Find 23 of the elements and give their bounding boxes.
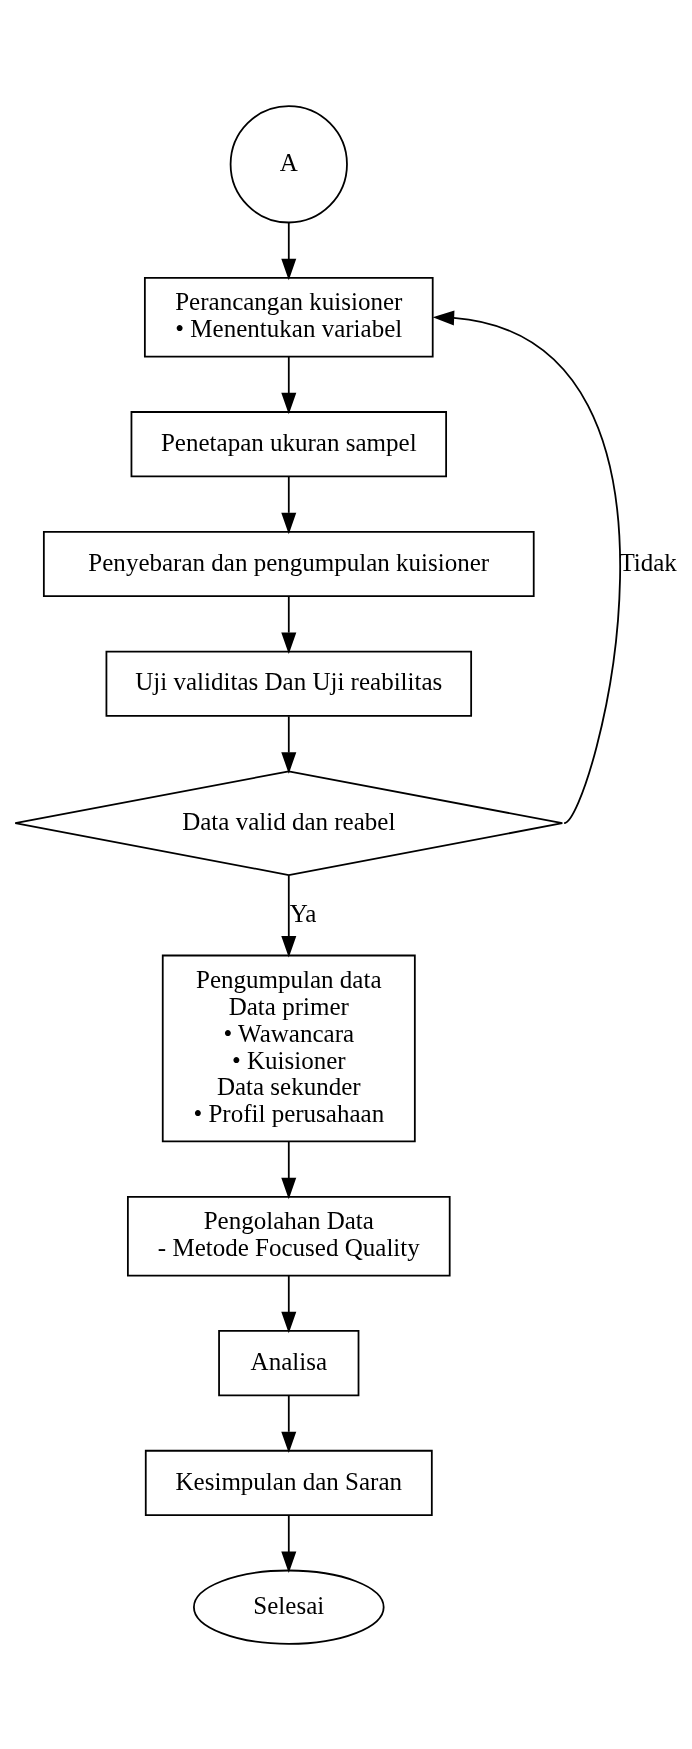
- node-box: Pengolahan Data - Metode Focused Quality: [127, 1195, 451, 1276]
- arrow: [432, 309, 621, 824]
- node-box: Penetapan ukuran sampel: [130, 410, 447, 477]
- arrow: [281, 355, 297, 414]
- arrow: [281, 1140, 297, 1199]
- arrow: [281, 221, 297, 280]
- node-box: Pengumpulan data Data primer • Wawancara • Kuisioner Data sekunder • Profil perusahaan: [161, 954, 416, 1142]
- edge-label: Ya: [289, 899, 317, 927]
- node-circle: A: [229, 104, 348, 223]
- arrow: [281, 873, 297, 957]
- node-box: Uji validitas Dan Uji reabilitas: [105, 650, 473, 717]
- arrow: [281, 594, 297, 654]
- node-diamond: Data valid dan reabel: [14, 769, 564, 876]
- arrow: [281, 475, 297, 534]
- node-box: Analisa: [218, 1329, 360, 1396]
- node-box: Kesimpulan dan Saran: [144, 1449, 433, 1516]
- arrow: [281, 714, 297, 774]
- arrow: [281, 1274, 297, 1333]
- node-box: Perancangan kuisioner • Menentukan variabel: [143, 276, 434, 357]
- arrow: [281, 1394, 297, 1453]
- node-ellipse: Selesai: [193, 1569, 385, 1645]
- arrow: [281, 1513, 297, 1573]
- node-box: Penyebaran dan pengumpulan kuisioner: [42, 530, 535, 597]
